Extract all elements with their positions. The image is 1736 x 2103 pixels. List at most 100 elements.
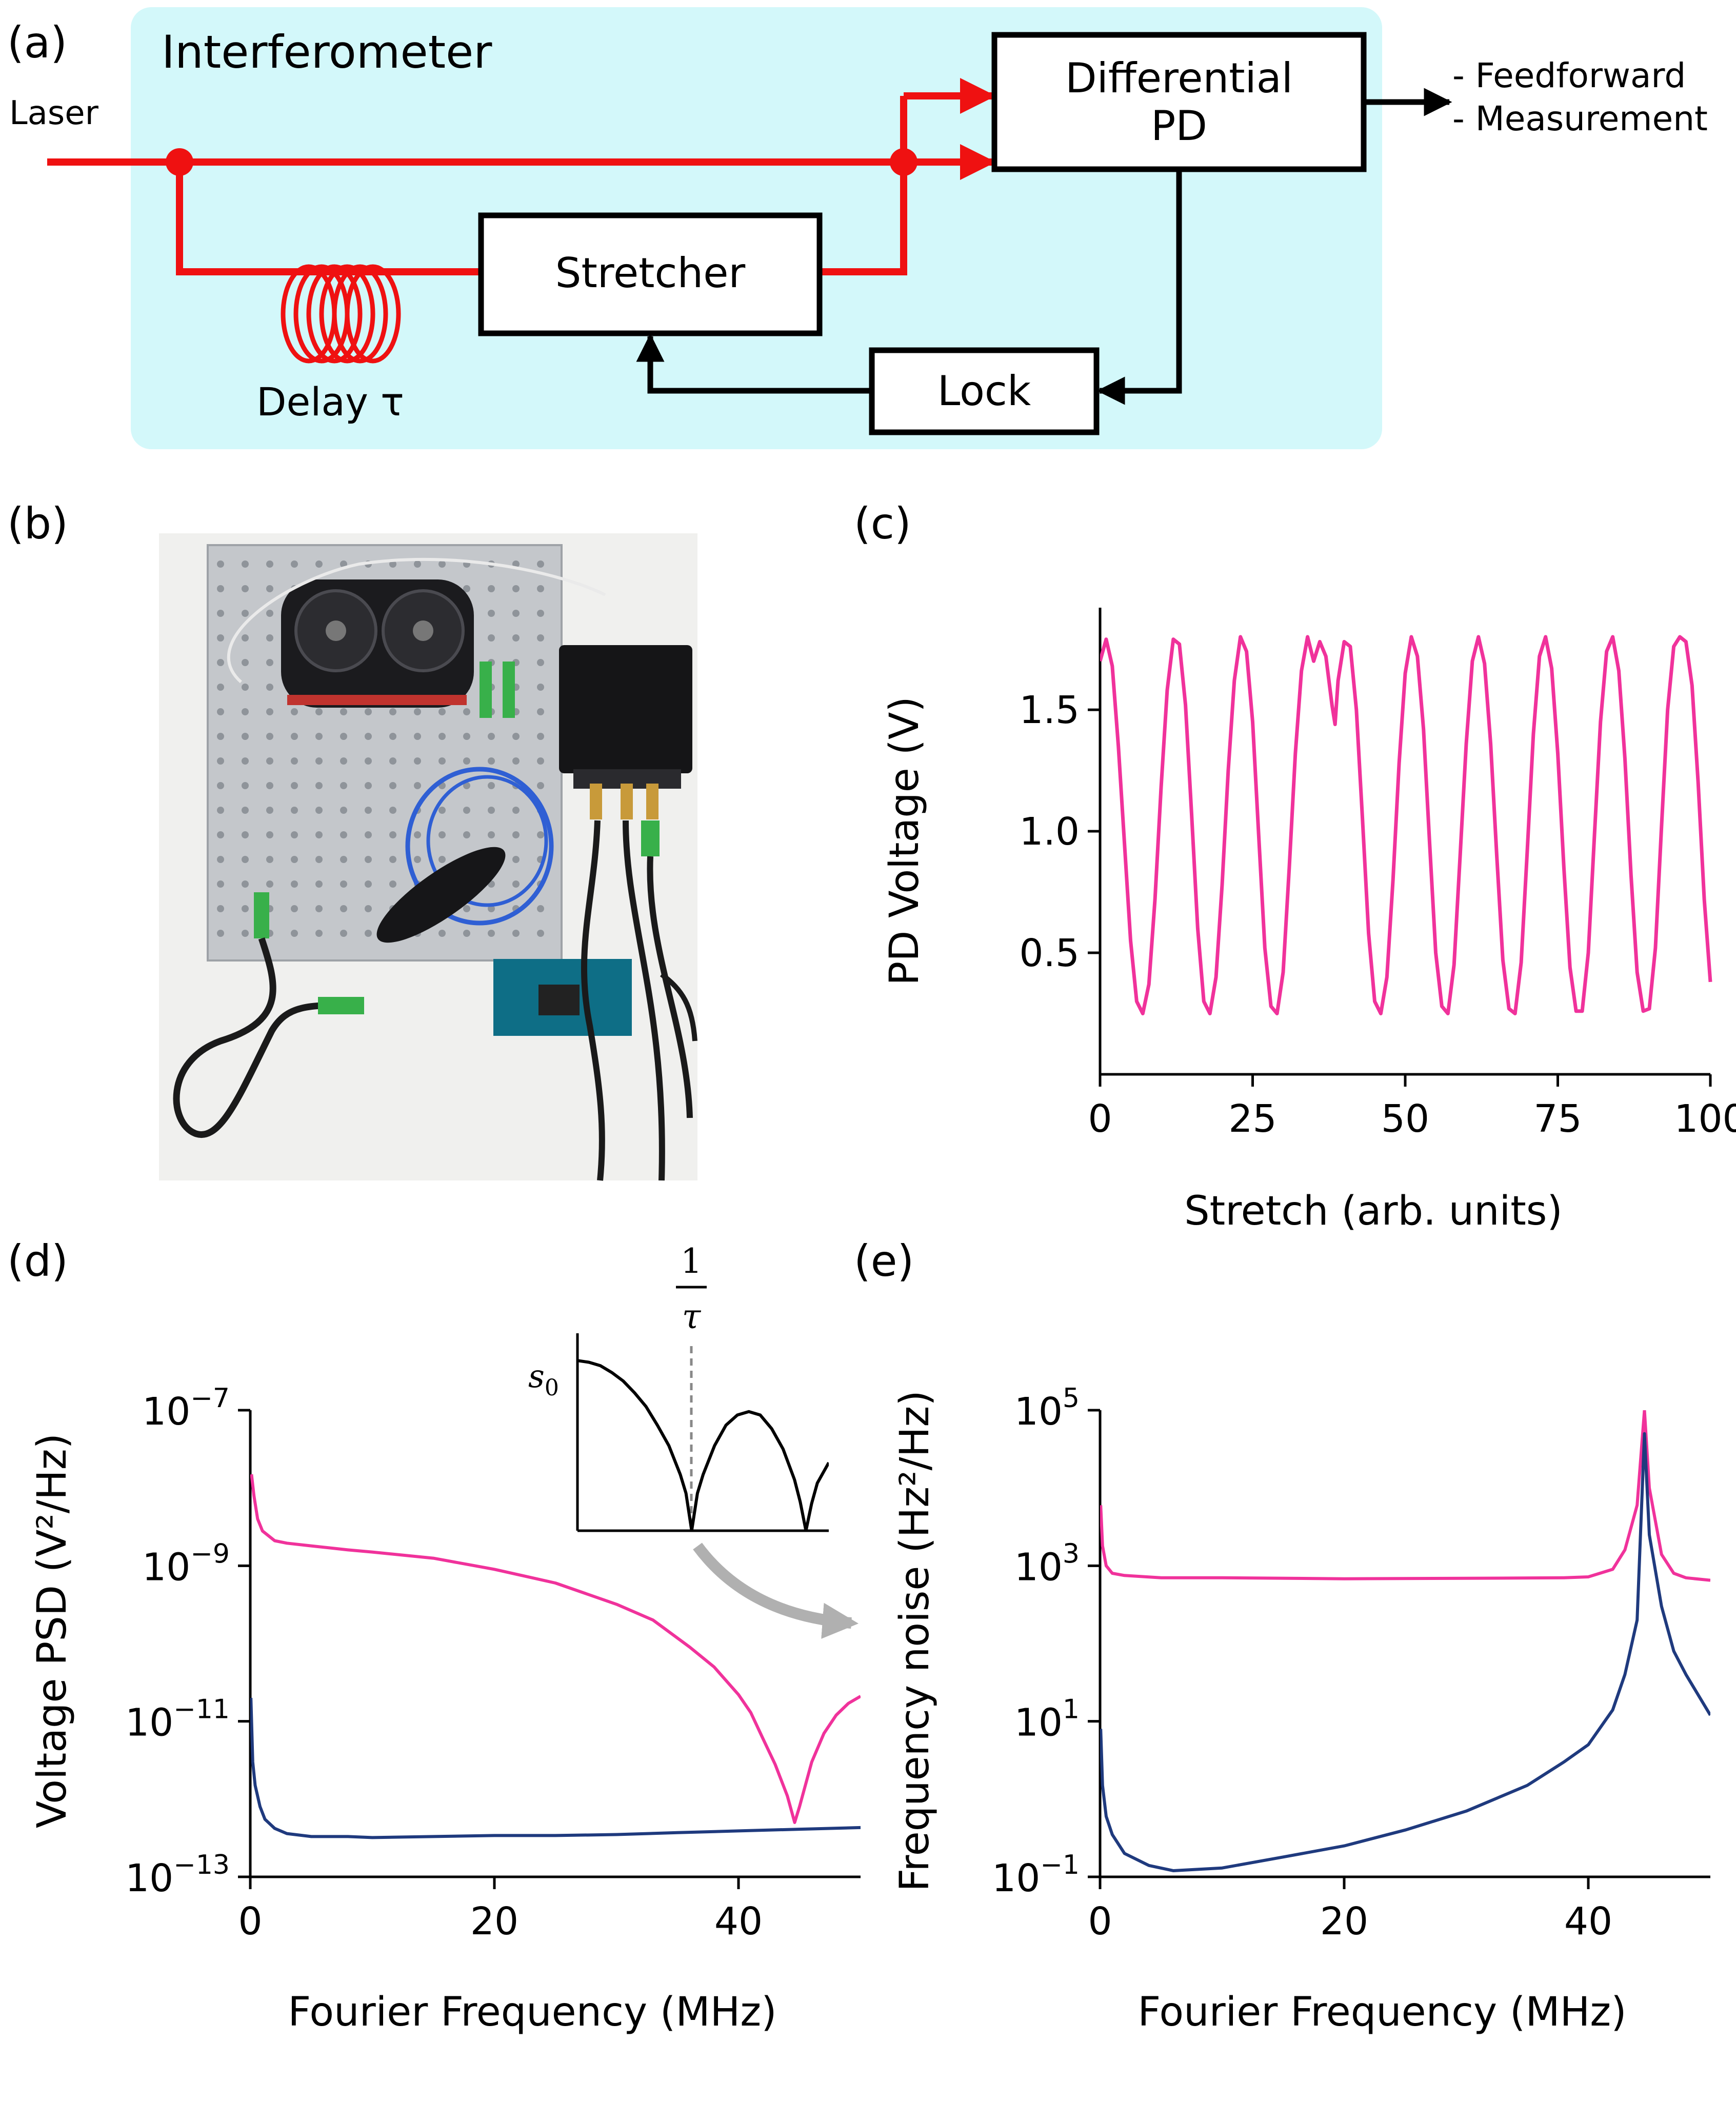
breadboard-hole — [266, 659, 273, 666]
breadboard-hole — [291, 733, 298, 740]
breadboard-hole — [414, 831, 421, 838]
chart-d-xlabel: Fourier Frequency (MHz) — [288, 1989, 776, 2035]
panel-b-photo: (b) — [7, 498, 697, 1181]
electrical-paths — [636, 88, 1452, 405]
breadboard-hole — [340, 831, 347, 838]
y-tick-label: 10−13 — [125, 1850, 230, 1900]
breadboard-hole — [340, 930, 347, 937]
x-tick-label: 0 — [1088, 1097, 1112, 1141]
stretcher-label: Stretcher — [555, 249, 746, 297]
breadboard-hole — [242, 856, 249, 863]
laser-label: Laser — [9, 94, 99, 132]
breadboard-hole — [340, 757, 347, 765]
breadboard-hole — [512, 757, 520, 765]
breadboard-hole — [242, 684, 249, 691]
breadboard-hole — [242, 560, 249, 568]
breadboard-hole — [266, 807, 273, 814]
breadboard-hole — [242, 782, 249, 789]
long-arm-start — [176, 162, 481, 275]
bnc-connector-green — [318, 997, 364, 1014]
green-connector — [641, 820, 660, 856]
lock-label: Lock — [937, 367, 1031, 415]
breadboard-hole — [438, 757, 446, 765]
breadboard-hole — [537, 560, 544, 568]
white-fiber — [227, 557, 606, 684]
fiber-connector-green — [480, 662, 492, 718]
breadboard-hole — [488, 585, 495, 592]
breadboard-hole — [389, 560, 396, 568]
breadboard-hole — [365, 831, 372, 838]
x-tick-label: 20 — [1320, 1899, 1368, 1944]
breadboard-hole — [389, 807, 396, 814]
breadboard-hole — [242, 708, 249, 715]
breadboard-hole — [291, 880, 298, 888]
output-measurement: - Measurement — [1452, 99, 1708, 138]
breadboard-hole — [217, 684, 224, 691]
breadboard-hole — [242, 585, 249, 592]
breadboard-hole — [438, 930, 446, 937]
breadboard-hole — [242, 634, 249, 642]
y-tick-label: 101 — [1014, 1694, 1080, 1745]
breadboard-hole — [291, 560, 298, 568]
breadboard-hole — [512, 610, 520, 617]
breadboard-hole — [365, 757, 372, 765]
breadboard-hole — [389, 782, 396, 789]
breadboard-hole — [512, 807, 520, 814]
breadboard-hole — [414, 856, 421, 863]
breadboard-hole — [512, 930, 520, 937]
breadboard-hole — [512, 831, 520, 838]
sma-connector-2 — [621, 784, 633, 819]
x-tick-label: 40 — [714, 1899, 763, 1944]
breadboard-hole — [217, 831, 224, 838]
breadboard-hole — [463, 930, 470, 937]
chart-d-line-1 — [250, 1697, 861, 1839]
sma-connector-1 — [590, 784, 602, 819]
breadboard-hole — [414, 708, 421, 715]
panel-a-diagram: (a) Interferometer Laser Delay τ Stretch… — [7, 7, 1708, 449]
bnc-cable-left — [173, 937, 354, 1138]
breadboard-hole — [242, 930, 249, 937]
breadboard-hole — [537, 684, 544, 691]
breadboard-hole — [463, 905, 470, 912]
breadboard-hole — [512, 560, 520, 568]
breadboard-hole — [389, 831, 396, 838]
cable-3 — [647, 856, 693, 1118]
x-tick-label: 75 — [1533, 1097, 1582, 1141]
breadboard-hole — [217, 856, 224, 863]
chart-c-line-0 — [1100, 635, 1712, 1015]
breadboard-hole — [340, 856, 347, 863]
delay-coil-icon — [281, 264, 401, 364]
breadboard-hole — [488, 905, 495, 912]
interferometer-title: Interferometer — [162, 26, 492, 78]
stretcher-box — [478, 212, 823, 336]
inset-tick-numerator: 1 — [681, 1241, 702, 1281]
breadboard-hole — [488, 807, 495, 814]
chart-e-line-1 — [1100, 1432, 1710, 1872]
breadboard-hole — [414, 733, 421, 740]
breadboard-hole — [291, 930, 298, 937]
breadboard-hole — [389, 880, 396, 888]
breadboard-hole — [537, 757, 544, 765]
x-tick-label: 50 — [1381, 1097, 1429, 1141]
breadboard-hole — [217, 807, 224, 814]
breadboard-hole — [315, 880, 323, 888]
breadboard-hole — [217, 659, 224, 666]
breadboard-hole — [414, 782, 421, 789]
breadboard-hole — [315, 560, 323, 568]
breadboard-hole — [217, 585, 224, 592]
inset-lines — [577, 1359, 829, 1531]
breadboard-hole — [315, 807, 323, 814]
breadboard-hole — [365, 733, 372, 740]
breadboard-hole — [217, 757, 224, 765]
breadboard-hole — [463, 807, 470, 814]
y-tick-label: 10−7 — [142, 1383, 230, 1434]
breadboard-hole — [488, 733, 495, 740]
breadboard-hole — [438, 708, 446, 715]
breadboard-hole — [365, 782, 372, 789]
breadboard-hole — [438, 733, 446, 740]
breadboard-hole — [291, 782, 298, 789]
breadboard-hole — [266, 634, 273, 642]
